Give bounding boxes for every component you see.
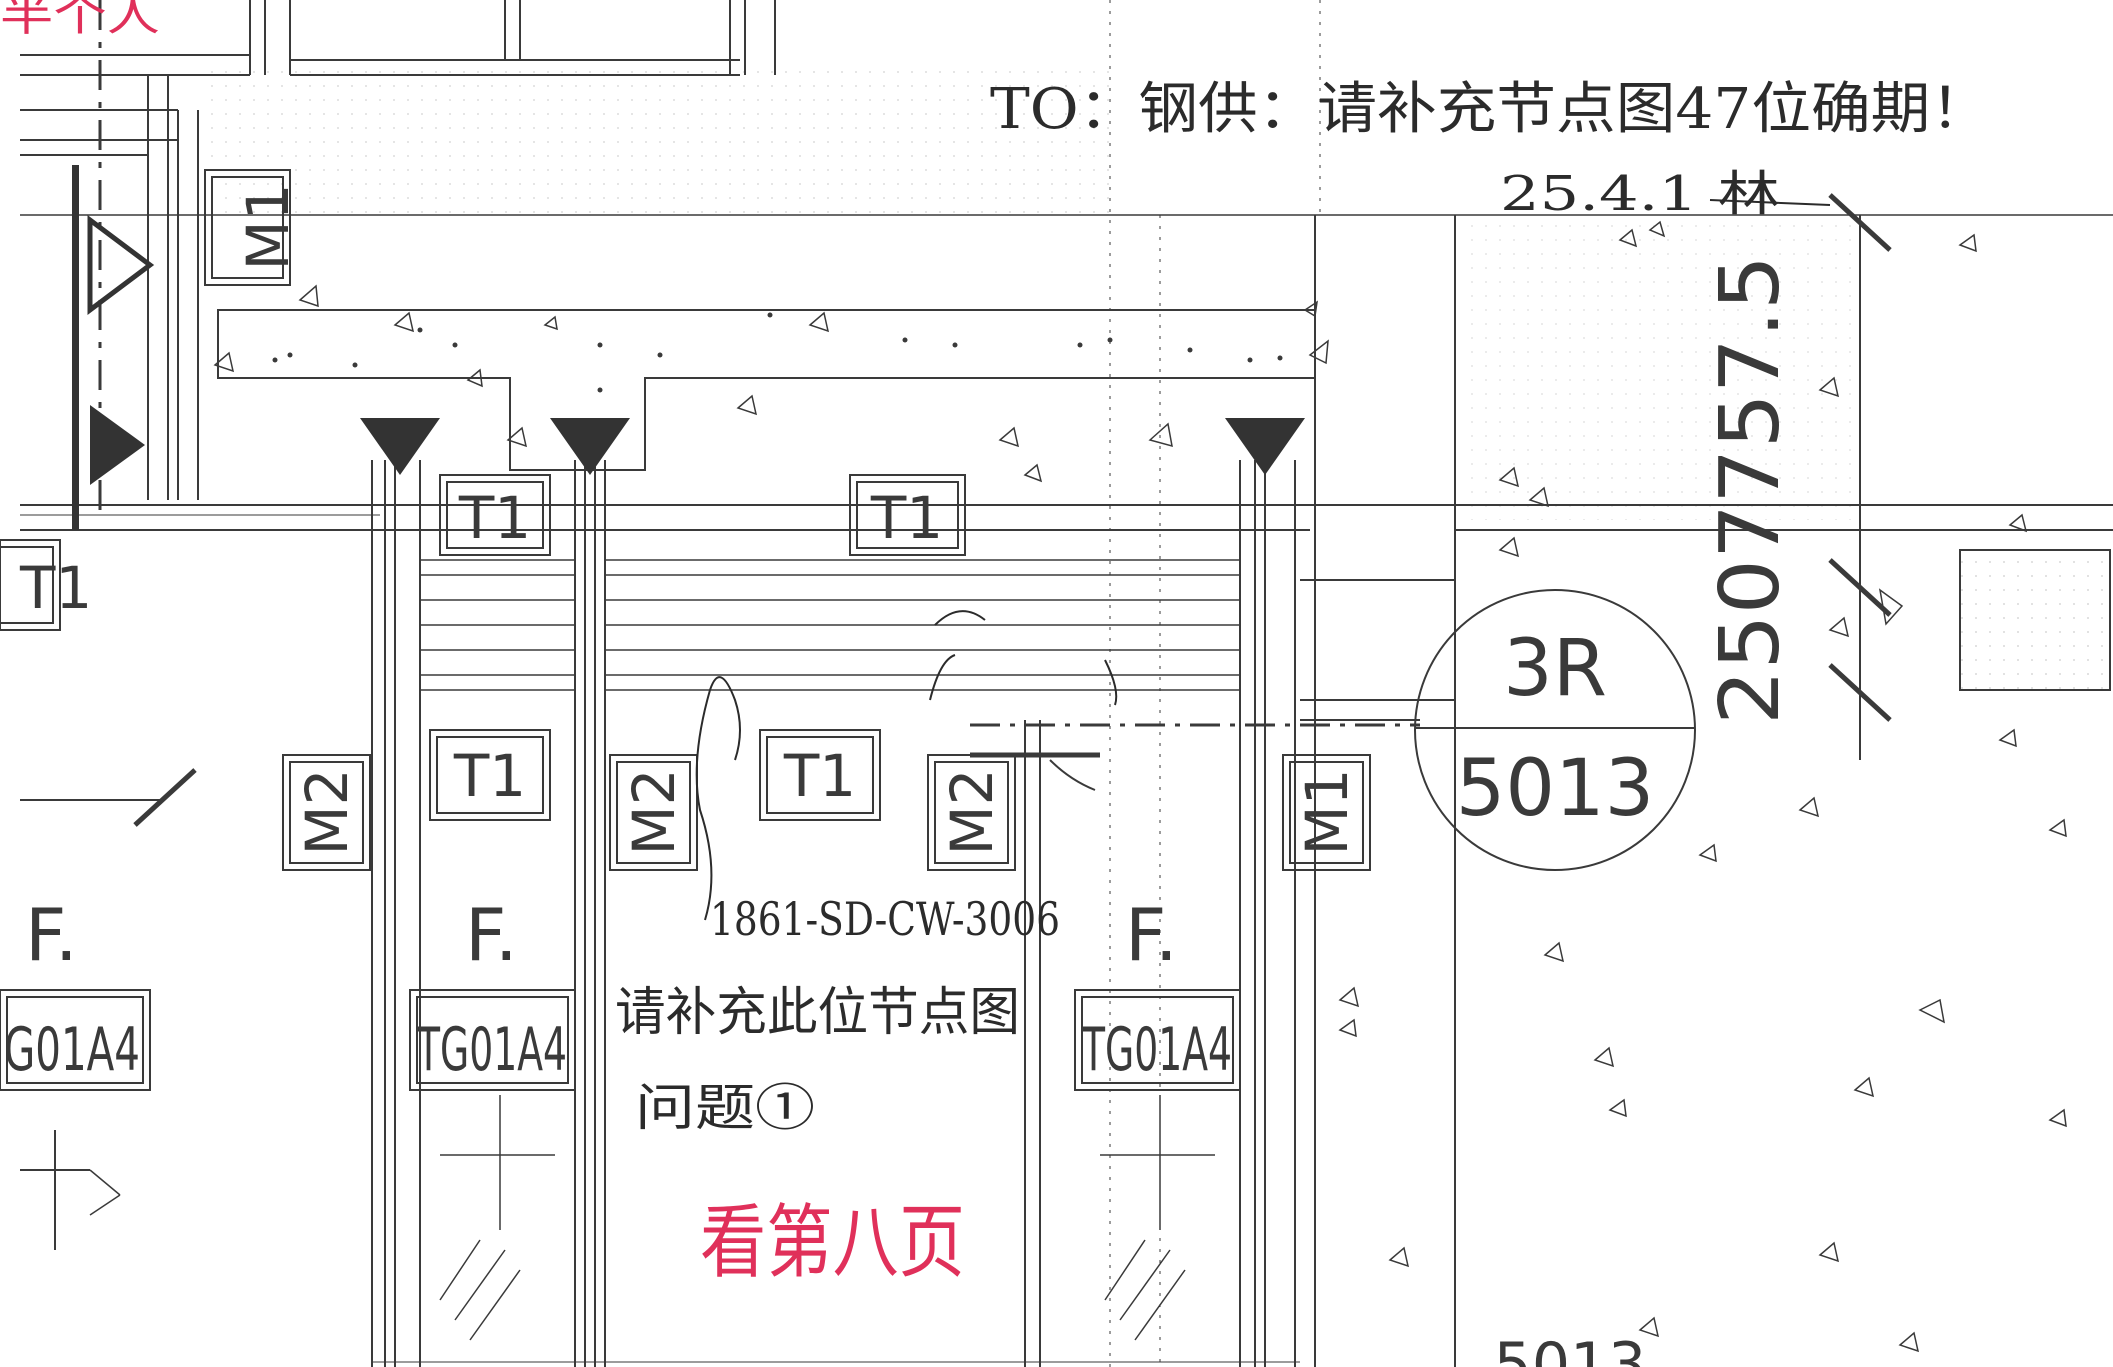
note-top: TO：钢供：请补充节点图47位确期！	[990, 77, 1990, 142]
mullion-marker-icon	[360, 418, 440, 475]
note-red: 看第八页	[700, 1196, 965, 1289]
panel-code: G01A4	[4, 1015, 140, 1085]
dimension-value: 2507757.5	[1703, 255, 1798, 725]
concrete-dots	[272, 312, 1283, 393]
mullion-marker-icon	[550, 418, 630, 475]
structure-lines	[20, 0, 2113, 1367]
dotted-zone-top	[210, 60, 1110, 220]
f-mark: F.	[25, 893, 78, 977]
section-marker-top: 3R	[1503, 624, 1607, 714]
left-edge-bar	[72, 165, 79, 530]
tag-t1: T1	[458, 484, 531, 552]
concrete-hatch	[213, 220, 2067, 1353]
f-mark: F.	[1125, 893, 1178, 977]
tag-t1: T1	[19, 554, 92, 622]
handwritten-notes: TO：钢供：请补充节点图47位确期！ 25.4.1 林 1861-SD-CW-3…	[0, 0, 1990, 1289]
tag-t1: T1	[783, 742, 856, 810]
level-arrow-open-icon	[87, 215, 155, 315]
section-marker: 3R 5013	[1414, 589, 1696, 871]
tag-m2: M2	[938, 769, 1006, 856]
tag-m2: M2	[620, 769, 688, 856]
note-issue: 问题①	[635, 1079, 815, 1137]
panel-code: TG01A4	[416, 1015, 567, 1085]
section-marker-bottom: 5013	[1456, 744, 1655, 834]
dotted-zone-box	[1960, 550, 2110, 690]
note-mid: 请补充此位节点图	[615, 983, 1020, 1043]
mullion-marker-icon	[1225, 418, 1305, 475]
tag-boxes	[0, 169, 1371, 1091]
tag-t1: T1	[453, 742, 526, 810]
dotted-zone-right	[1460, 220, 1860, 520]
leader-line	[695, 676, 741, 921]
ref-code: 1861-SD-CW-3006	[710, 892, 1060, 946]
bottom-partial-label: 5013	[1494, 1330, 1647, 1367]
tag-t1: T1	[870, 484, 943, 552]
panel-code: TG01A4	[1081, 1015, 1232, 1085]
tag-m1: M1	[1293, 769, 1361, 856]
tag-m2: M2	[293, 769, 361, 856]
tag-m1: M1	[234, 184, 302, 271]
corner-note-red: 半个人	[0, 0, 160, 41]
level-arrow-filled-icon	[90, 405, 145, 485]
f-mark: F.	[465, 893, 518, 977]
note-date: 25.4.1 林	[1500, 166, 1780, 222]
